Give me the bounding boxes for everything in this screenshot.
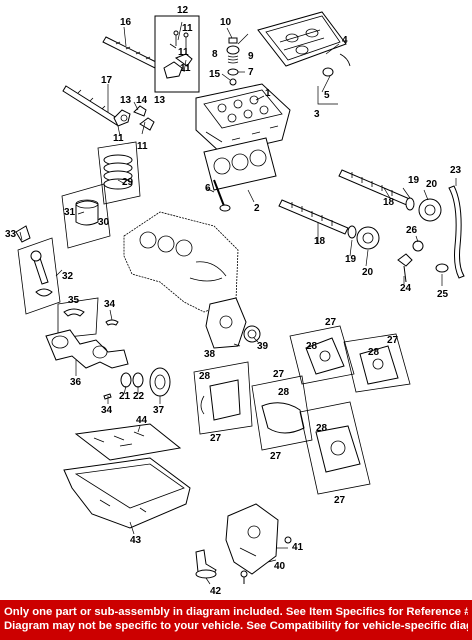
callout-25: 25 [437,289,449,300]
callout-11: 11 [182,23,193,34]
callout-14: 14 [136,95,148,106]
callout-27: 27 [334,495,346,506]
oil-pump-38 [205,297,261,349]
camshaft-18-lower [278,199,357,239]
cam-sprocket-20-upper [418,198,442,222]
callout-32: 32 [62,271,74,282]
callout-28: 28 [368,347,380,358]
callout-33: 33 [5,229,17,240]
callout-27: 27 [273,369,285,380]
rocker-shaft-17 [62,85,121,126]
callout-36: 36 [70,377,82,388]
callout-37: 37 [153,405,165,416]
timing-cover-27-a [289,325,355,385]
callout-19: 19 [345,254,357,265]
engine-block-outline [123,211,239,313]
callout-22: 22 [133,391,145,402]
callout-38: 38 [204,349,216,360]
timing-cover-27-e [299,401,371,495]
callout-10: 10 [220,17,232,28]
callout-42: 42 [210,586,222,597]
callout-34: 34 [101,405,113,416]
callout-31: 31 [64,207,76,218]
callout-7: 7 [248,67,254,78]
callout-15: 15 [209,69,221,80]
callout-27: 27 [270,451,282,462]
callout-11: 11 [137,141,148,152]
callout-4: 4 [342,35,348,46]
callout-2: 2 [254,203,260,214]
callout-27: 27 [325,317,337,328]
callout-20: 20 [426,179,438,190]
callout-21: 21 [119,391,131,402]
rocker-arms-13-14 [113,105,155,131]
callout-39: 39 [257,341,269,352]
crankshaft-36 [45,329,129,369]
callout-26: 26 [406,225,418,236]
callout-27: 27 [210,433,222,444]
oil-strainer-42 [195,549,217,579]
callout-11: 11 [180,63,191,74]
callout-44: 44 [136,415,148,426]
callout-16: 16 [120,17,132,28]
cam-sprocket-20-lower [356,226,380,250]
oil-pan-43 [63,457,191,529]
valve-parts-stack [226,27,240,86]
callout-13: 13 [120,95,132,106]
callout-29: 29 [122,177,134,188]
callout-41: 41 [292,542,304,553]
timing-cover-27-b [343,333,411,393]
crank-bearings-35 [57,297,119,339]
valve-cover-4 [257,11,351,105]
callout-18: 18 [383,197,395,208]
callout-28: 28 [278,387,290,398]
timing-belt-23 [448,185,465,279]
callout-28: 28 [316,423,328,434]
notice-line-2: Diagram may not be specific to your vehi… [4,620,468,632]
callout-35: 35 [68,295,80,306]
oil-baffle-44 [74,423,182,461]
parts-diagram: 16 12 11 11 11 11 11 10 8 9 7 15 1 4 5 3… [5,5,465,597]
tensioner-parts [397,240,449,283]
callout-23: 23 [450,165,462,176]
callout-27: 27 [387,335,399,346]
notice-banner: Only one part or sub-assembly in diagram… [0,600,472,640]
callout-12: 12 [177,5,189,16]
notice-line-1: Only one part or sub-assembly in diagram… [4,606,468,618]
callout-5: 5 [324,90,330,101]
camshaft-18-upper [338,169,415,211]
callout-17: 17 [101,75,113,86]
callout-3: 3 [314,109,320,120]
callout-30: 30 [98,217,110,228]
callout-28: 28 [199,371,211,382]
head-gasket-2 [203,137,277,191]
callout-8: 8 [212,49,218,60]
piston-assembly-30 [61,183,111,249]
callout-1: 1 [265,88,271,99]
callout-19: 19 [408,175,420,186]
callout-13: 13 [154,95,166,106]
callout-43: 43 [130,535,142,546]
rocker-shaft-16 [102,26,159,69]
leader-lines [19,21,457,585]
piston-rings-29 [97,141,141,205]
cylinder-head-1 [195,83,291,155]
callout-9: 9 [248,51,254,62]
callout-6: 6 [205,183,211,194]
rocker-arm-box-12 [154,15,200,93]
callout-34: 34 [104,299,116,310]
oil-pump-housing-41 [225,503,292,584]
connecting-rod-32 [15,225,61,315]
callout-40: 40 [274,561,286,572]
callout-24: 24 [400,283,412,294]
callout-11: 11 [178,47,189,58]
callout-28: 28 [306,341,318,352]
timing-cover-27-c [193,361,253,435]
diagram-drawing [15,11,465,585]
timing-cover-27-d [251,375,313,451]
callout-18: 18 [314,236,326,247]
callout-11: 11 [113,133,124,144]
valve-6 [205,179,231,212]
callout-20: 20 [362,267,374,278]
